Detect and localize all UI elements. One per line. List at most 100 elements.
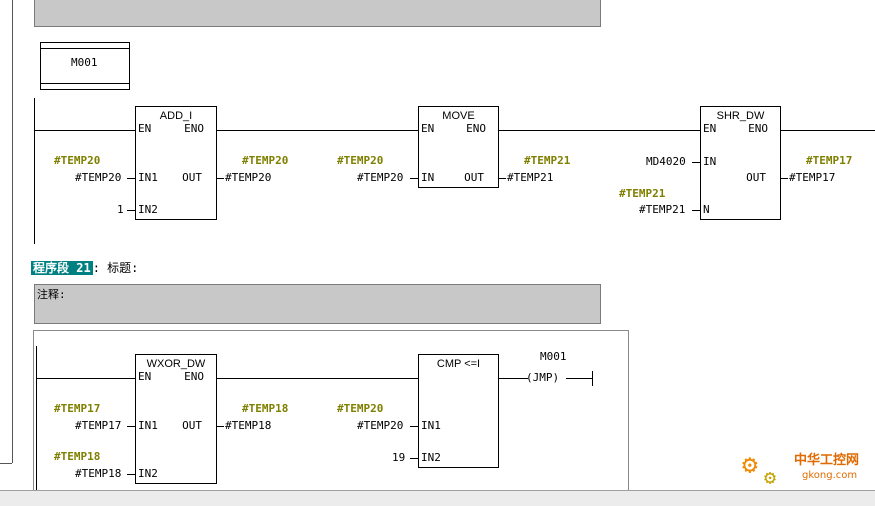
move-title: MOVE [442,110,475,122]
jump-label-rule-bottom [41,83,129,84]
add-i-in1-pin: IN1 [138,171,158,184]
jmp-coil-left-paren: ( [526,371,533,384]
wxor-dw-title: WXOR_DW [146,358,206,370]
move-out-operand[interactable]: #TEMP21 [507,171,554,184]
watermark-site-en: gkong.com [802,470,858,481]
rung-n21-d [566,378,592,379]
shr-dw-n-operand[interactable]: #TEMP21 [639,203,686,216]
add-i-in1-wire [127,178,135,179]
wxor-dw-out-operand[interactable]: #TEMP18 [225,419,272,432]
move-block[interactable]: MOVE EN ENO IN OUT [418,106,499,188]
add-i-out-operand[interactable]: #TEMP20 [225,171,272,184]
shr-dw-out-wire [780,178,788,179]
wxor-dw-out-wire [216,426,224,427]
add-i-in2-pin: IN2 [138,203,158,216]
add-i-in1-operand[interactable]: #TEMP20 [75,171,122,184]
add-i-en: EN [138,122,152,135]
shr-dw-en: EN [703,122,717,135]
rung-n21-b [216,378,418,379]
move-in-symbol: #TEMP20 [337,154,384,167]
window-left-strip [0,463,12,464]
power-rail-n21 [36,346,37,491]
add-i-in2-wire [127,210,135,211]
cmp-le-i-in2-wire [410,458,418,459]
window-left-edge [12,0,13,463]
wxor-dw-en: EN [138,370,152,383]
add-i-out-wire [216,178,224,179]
wxor-dw-in2-symbol: #TEMP18 [54,450,101,463]
wxor-dw-in2-pin: IN2 [138,467,158,480]
shr-dw-in-wire [692,162,700,163]
jmp-target-label[interactable]: M001 [540,350,567,363]
jmp-coil-right-paren: ) [552,371,560,384]
network-21-title[interactable]: : 标题: [92,261,139,275]
jump-label-text: M001 [71,56,98,69]
cmp-le-i-in1-operand[interactable]: #TEMP20 [357,419,404,432]
horizontal-scrollbar[interactable] [0,490,875,506]
jmp-coil-text: JMP [532,371,553,384]
move-out-pin: OUT [464,171,484,184]
move-in-operand[interactable]: #TEMP20 [357,171,404,184]
power-rail-n20 [34,98,35,244]
shr-dw-out-pin: OUT [746,171,766,184]
wxor-dw-block[interactable]: WXOR_DW EN ENO IN1 IN2 OUT [135,354,217,484]
add-i-in2-operand[interactable]: 1 [117,203,124,216]
cmp-le-i-block[interactable]: CMP <=I IN1 IN2 [418,354,499,468]
shr-dw-in-operand[interactable]: MD4020 [646,155,686,168]
move-in-wire [410,178,418,179]
wxor-dw-out-pin: OUT [182,419,202,432]
add-i-out-pin: OUT [182,171,202,184]
jump-label-rule-top [41,48,129,49]
move-out-symbol: #TEMP21 [524,154,571,167]
cmp-le-i-in1-symbol: #TEMP20 [337,402,384,415]
rung-n21-end [592,371,593,386]
shr-dw-block[interactable]: SHR_DW EN ENO IN N OUT [700,106,781,220]
shr-dw-title: SHR_DW [716,110,765,122]
wxor-dw-in1-pin: IN1 [138,419,158,432]
wxor-dw-in1-symbol: #TEMP17 [54,402,101,415]
gear-icon: ⚙ [742,450,758,480]
network-21-comment-label: 注释: [37,288,66,301]
wxor-dw-in1-operand[interactable]: #TEMP17 [75,419,122,432]
shr-dw-out-operand[interactable]: #TEMP17 [789,171,836,184]
wxor-dw-in1-wire [127,426,135,427]
jmp-coil[interactable]: (JMP) [526,372,559,384]
cmp-le-i-title: CMP <=I [436,358,481,370]
watermark-site-cn: 中华工控网 [794,453,860,468]
network-21-comment-field[interactable]: 注释: [34,284,601,324]
shr-dw-n-symbol: #TEMP21 [619,187,666,200]
add-i-title: ADD_I [159,110,193,122]
rung-n20-c [498,130,700,131]
cmp-le-i-in1-wire [410,426,418,427]
shr-dw-eno: ENO [748,122,768,135]
rung-n21-a [36,378,135,379]
rung-n20-b [216,130,418,131]
wxor-dw-in2-wire [127,474,135,475]
cmp-le-i-in2-pin: IN2 [421,451,441,464]
move-eno: ENO [466,122,486,135]
add-i-in1-symbol: #TEMP20 [54,154,101,167]
move-en: EN [421,122,435,135]
prev-comment-field[interactable] [34,0,601,27]
shr-dw-in-pin: IN [703,155,717,168]
move-out-wire [498,178,506,179]
add-i-eno: ENO [184,122,204,135]
shr-dw-out-symbol: #TEMP17 [806,154,853,167]
wxor-dw-in2-operand[interactable]: #TEMP18 [75,467,122,480]
cmp-le-i-in2-operand[interactable]: 19 [392,451,406,464]
rung-n20-d [780,130,875,131]
move-in-pin: IN [421,171,435,184]
rung-n20-a [34,130,135,131]
jump-label-box[interactable]: M001 [40,42,130,90]
network-21-header[interactable]: 程序段 21: 标题: [31,261,138,275]
cmp-le-i-in1-pin: IN1 [421,419,441,432]
gear-icon-small: ⚙ [764,465,777,489]
add-i-out-symbol: #TEMP20 [242,154,289,167]
wxor-dw-out-symbol: #TEMP18 [242,402,289,415]
shr-dw-n-wire [692,210,700,211]
shr-dw-n-pin: N [703,203,710,216]
network-21-frame [33,330,629,491]
add-i-block[interactable]: ADD_I EN ENO IN1 IN2 OUT [135,106,217,220]
network-21-number[interactable]: 程序段 21 [31,261,93,275]
wxor-dw-eno: ENO [184,370,204,383]
